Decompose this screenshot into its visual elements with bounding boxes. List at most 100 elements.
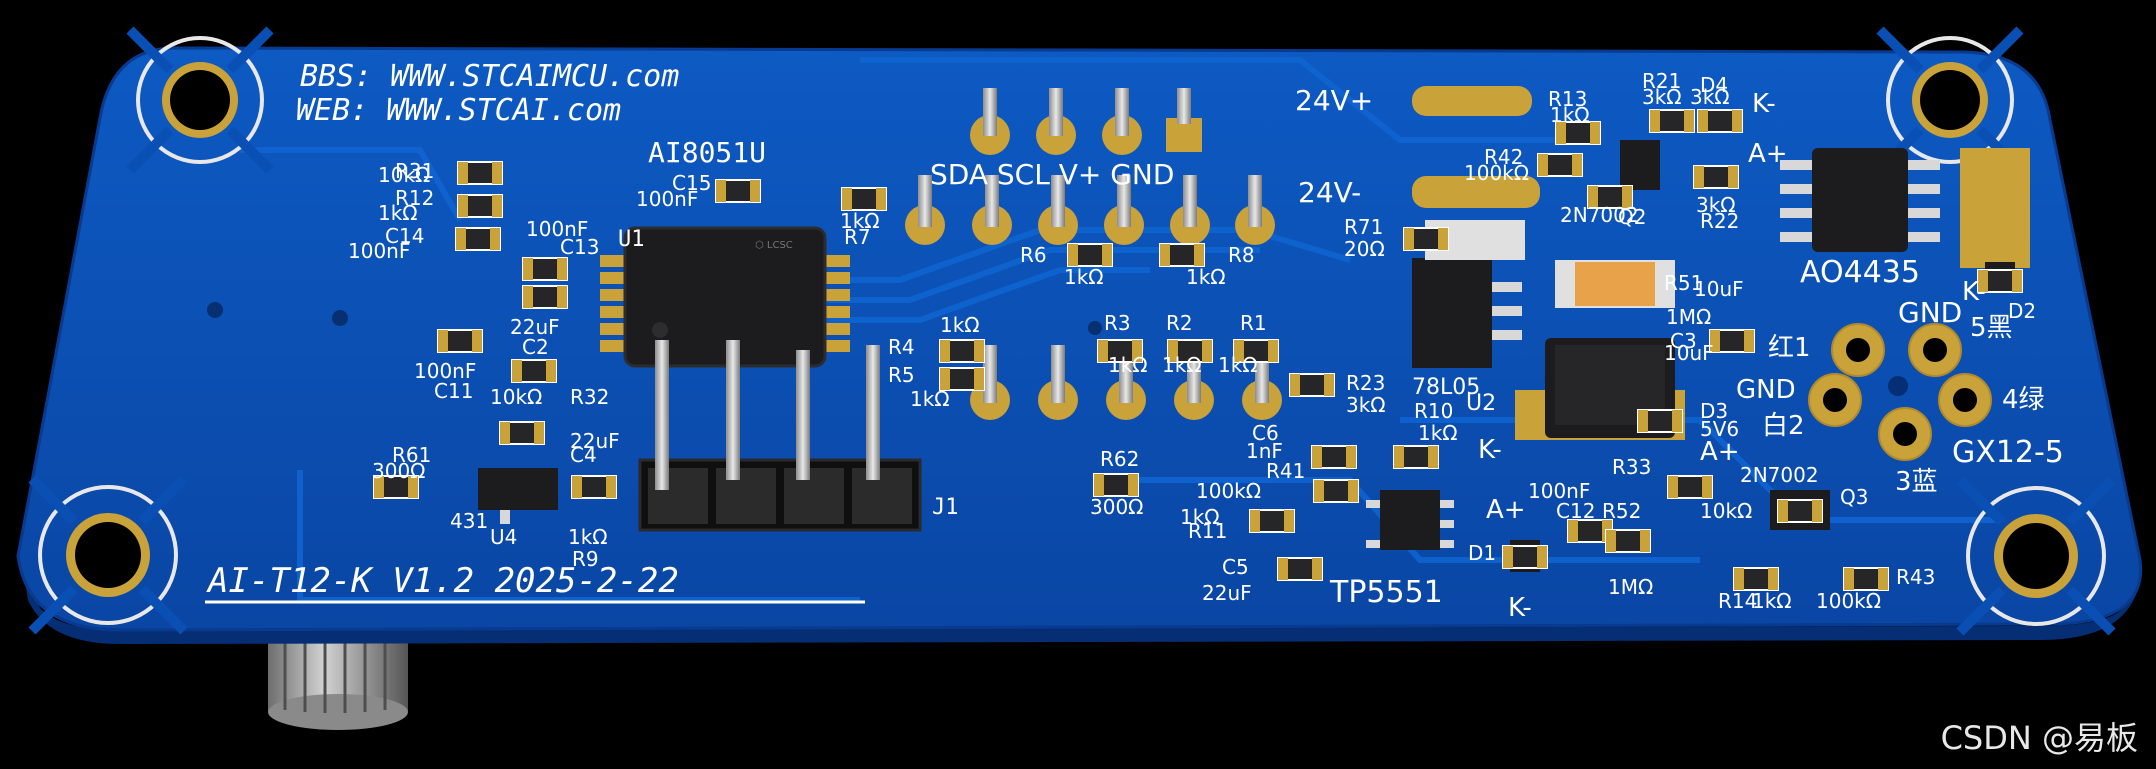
silk-val-r42: 100kΩ xyxy=(1464,161,1529,185)
silk-ref-r42: R42 xyxy=(1484,145,1523,169)
silk-val-r8: 1kΩ xyxy=(1186,265,1226,289)
gx12-connector xyxy=(1808,323,1992,461)
vias xyxy=(207,302,1102,335)
part-r43 xyxy=(1843,567,1889,591)
part-r41 xyxy=(1313,479,1359,503)
silk-ref-r1: R1 xyxy=(1240,311,1267,335)
part-r8 xyxy=(1159,243,1205,267)
silk-pin5: 5黑 xyxy=(1970,313,2013,343)
silk-val-r22: 3kΩ xyxy=(1696,193,1736,217)
part-d1 xyxy=(1502,545,1548,569)
silk-ref-r43: R43 xyxy=(1896,565,1935,589)
part-c2 xyxy=(522,285,568,309)
part-c3 xyxy=(1709,329,1755,353)
silk-ref-d1: D1 xyxy=(1468,541,1496,565)
silk-val-q3: 2N7002 xyxy=(1740,463,1819,487)
silk-val-r21: 3kΩ xyxy=(1642,85,1682,109)
silk-val-r4: 1kΩ xyxy=(940,313,980,337)
tp-chip xyxy=(1366,490,1454,550)
silk-val-r5: 1kΩ xyxy=(910,387,950,411)
silk-ref-r7: R7 xyxy=(844,225,871,249)
silk-web: WEB: WWW.STCAI.com xyxy=(296,93,621,128)
silk-ref-r13: R13 xyxy=(1548,87,1587,111)
silk-version: AI-T12-K V1.2 2025-2-22 xyxy=(206,561,679,601)
silk-ref-d2: D2 xyxy=(2008,299,2036,323)
part-r12 xyxy=(457,194,503,218)
silk-tp5551: TP5551 xyxy=(1329,575,1443,610)
silk-pin1: 红1 xyxy=(1768,333,1811,363)
silk-val-r9: 1kΩ xyxy=(568,525,608,549)
silk-pin4: 4绿 xyxy=(2002,385,2045,415)
part-r33 xyxy=(1667,475,1713,499)
part-r3 xyxy=(1097,339,1143,363)
part-r52 xyxy=(1605,529,1651,553)
silk-extra-ka2: A+ xyxy=(1748,139,1788,169)
silk-pin3: 3蓝 xyxy=(1895,467,1938,497)
silk-val-c2: 22uF xyxy=(510,315,560,339)
silk-ref-r33: R33 xyxy=(1612,455,1651,479)
watermark: CSDN @易板 xyxy=(1940,719,2138,757)
silk-j1: J1 xyxy=(932,495,959,520)
silk-ref-r4: R4 xyxy=(888,335,915,359)
part-r71 xyxy=(1403,227,1449,251)
part-r14 xyxy=(1733,567,1779,591)
silk-extra-r24: 10kΩ xyxy=(1700,499,1752,523)
silk-val-r6: 1kΩ xyxy=(1064,265,1104,289)
silk-val-c14: 100nF xyxy=(348,239,410,263)
part-r2 xyxy=(1167,339,1213,363)
u4-chip xyxy=(478,468,558,524)
part-r6 xyxy=(1067,243,1113,267)
silk-ref-c3: C3 xyxy=(1670,329,1697,353)
silk-ref-r8: R8 xyxy=(1228,243,1255,267)
part-c4 xyxy=(499,421,545,445)
silk-extra-ka3: K- xyxy=(1962,277,1986,307)
silk-extra-ka7: K- xyxy=(1508,593,1532,623)
silk-ref-r21: R21 xyxy=(1642,69,1681,93)
silk-ref-r9: R9 xyxy=(572,547,599,571)
silk-extra-ka5: K- xyxy=(1478,435,1502,465)
pcb-board xyxy=(16,46,2143,632)
silk-val-r41: 100kΩ xyxy=(1196,479,1261,503)
silk-val-r31: 10kΩ xyxy=(378,163,430,187)
silk-431: 431 xyxy=(450,509,488,533)
part-r4 xyxy=(939,339,985,363)
part-r61 xyxy=(373,475,419,499)
part-r62 xyxy=(1093,473,1139,497)
silk-ref-c11: C11 xyxy=(434,379,473,403)
part-c14 xyxy=(455,227,501,251)
mounting-holes xyxy=(28,26,2116,636)
q2-chip xyxy=(1620,140,1660,190)
part-r11 xyxy=(1249,509,1295,533)
silk-gx12: GX12-5 xyxy=(1952,435,2064,470)
silk-header-top: SDA SCL V+ GND xyxy=(930,158,1174,191)
part-c6 xyxy=(1311,445,1357,469)
silk-ref-c5: C5 xyxy=(1222,555,1249,579)
silk-u2: U2 xyxy=(1466,391,1496,416)
silk-ref-r31: R31 xyxy=(395,159,434,183)
silk-ref-r62: R62 xyxy=(1100,447,1139,471)
part-r5 xyxy=(939,367,985,391)
part-r9 xyxy=(571,475,617,499)
mcu-chip: ⬡ LCSC xyxy=(600,226,850,368)
silk-val-r14: 1kΩ xyxy=(1752,589,1792,613)
part-d2 xyxy=(1977,269,2023,293)
part-q2 xyxy=(1587,185,1633,209)
silk-aod: AO4435 xyxy=(1800,255,1920,290)
silk-val-r12: 1kΩ xyxy=(378,201,418,225)
pad-24v-minus xyxy=(1412,176,1540,208)
silk-ref-r41: R41 xyxy=(1266,459,1305,483)
silk-ref-c4: C4 xyxy=(570,443,597,467)
part-r22 xyxy=(1693,165,1739,189)
silk-ref-c14: C14 xyxy=(385,224,424,248)
part-r32 xyxy=(511,359,557,383)
silk-extra-ka4: A+ xyxy=(1700,437,1740,467)
silk-ref-r11: R11 xyxy=(1188,519,1227,543)
part-q3 xyxy=(1777,499,1823,523)
silk-bbs: BBS: WWW.STCAIMCU.com xyxy=(300,59,679,94)
silk-val-r2: 1kΩ xyxy=(1162,353,1202,377)
pad-24v-plus xyxy=(1412,86,1532,116)
silk-extra-ka6: A+ xyxy=(1486,495,1526,525)
silk-val-q2: 2N7002 xyxy=(1560,203,1639,227)
silk-u4: U4 xyxy=(490,525,517,549)
